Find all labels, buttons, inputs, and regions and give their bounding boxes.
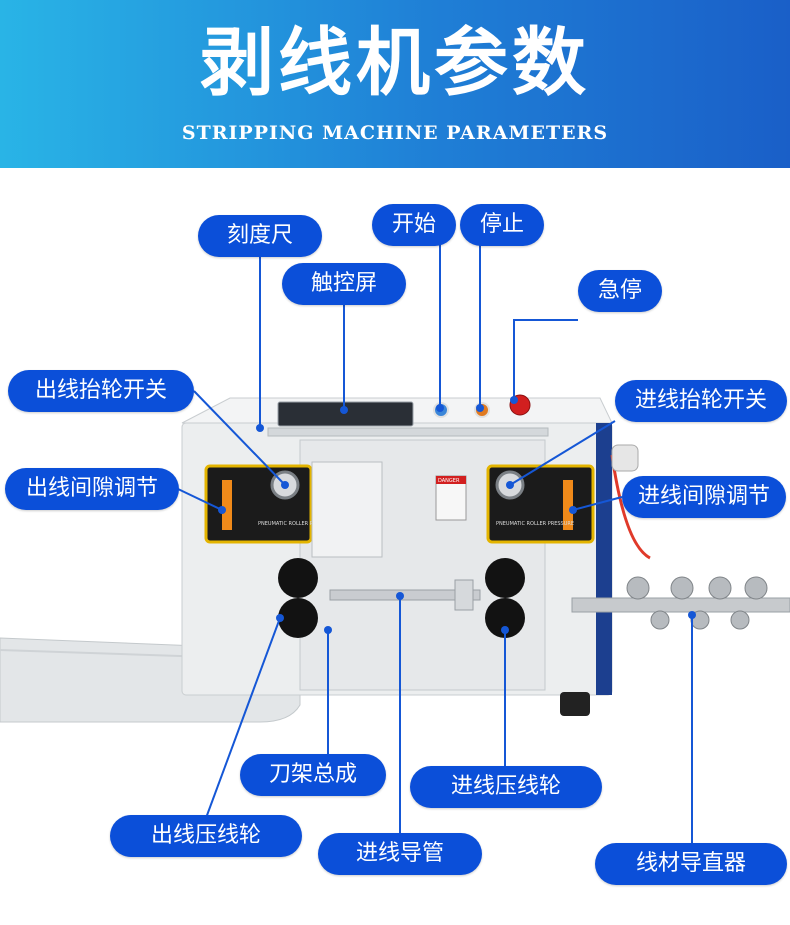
cover-block [311, 461, 383, 558]
label-estop: 急停 [578, 270, 662, 312]
label-start: 开始 [372, 204, 456, 246]
scale-ruler-device [267, 427, 549, 437]
label-stop: 停止 [460, 204, 544, 246]
label-scale: 刻度尺 [198, 215, 322, 257]
label-in-gap: 进线间隙调节 [622, 476, 786, 518]
right-gauge-text: PNEUMATIC ROLLER PRESSURE [496, 521, 574, 527]
leader-lines [177, 245, 693, 846]
page-subtitle: STRIPPING MACHINE PARAMETERS [181, 122, 609, 144]
label-touchscreen: 触控屏 [282, 263, 406, 305]
label-in-guide-tube: 进线导管 [318, 833, 482, 875]
blue-side-panel [596, 423, 612, 695]
machine-foot [560, 692, 590, 716]
page-title: 剥线机参数 [200, 20, 590, 106]
label-out-press-wheel: 出线压线轮 [110, 815, 302, 857]
label-in-lift-switch: 进线抬轮开关 [615, 380, 787, 422]
label-straightener: 线材导直器 [595, 843, 787, 885]
in-lower-roller [485, 598, 525, 638]
header-banner: 剥线机参数 STRIPPING MACHINE PARAMETERS [0, 0, 790, 168]
danger-sticker-band [436, 476, 466, 484]
label-blade-assembly: 刀架总成 [240, 754, 386, 796]
straightener-rollers [626, 576, 768, 630]
guide-holder [454, 579, 474, 611]
in-upper-roller [485, 558, 525, 598]
label-out-gap: 出线间隙调节 [5, 468, 179, 510]
right-pressure-gauge [563, 480, 573, 530]
label-in-press-wheel: 进线压线轮 [410, 766, 602, 808]
out-upper-roller [278, 558, 318, 598]
air-fitting [611, 444, 639, 472]
straightener-rail [571, 597, 790, 613]
left-gauge-text: PNEUMATIC ROLLER PRESSURE [258, 521, 336, 527]
out-lower-roller [278, 598, 318, 638]
touchscreen-device [277, 401, 414, 427]
guide-tube-device [329, 589, 481, 601]
leader-dots [218, 396, 696, 634]
air-hose [610, 454, 651, 560]
left-pressure-gauge [222, 480, 232, 530]
danger-sticker-text: DANGER [438, 478, 460, 484]
label-out-lift-switch: 出线抬轮开关 [8, 370, 194, 412]
